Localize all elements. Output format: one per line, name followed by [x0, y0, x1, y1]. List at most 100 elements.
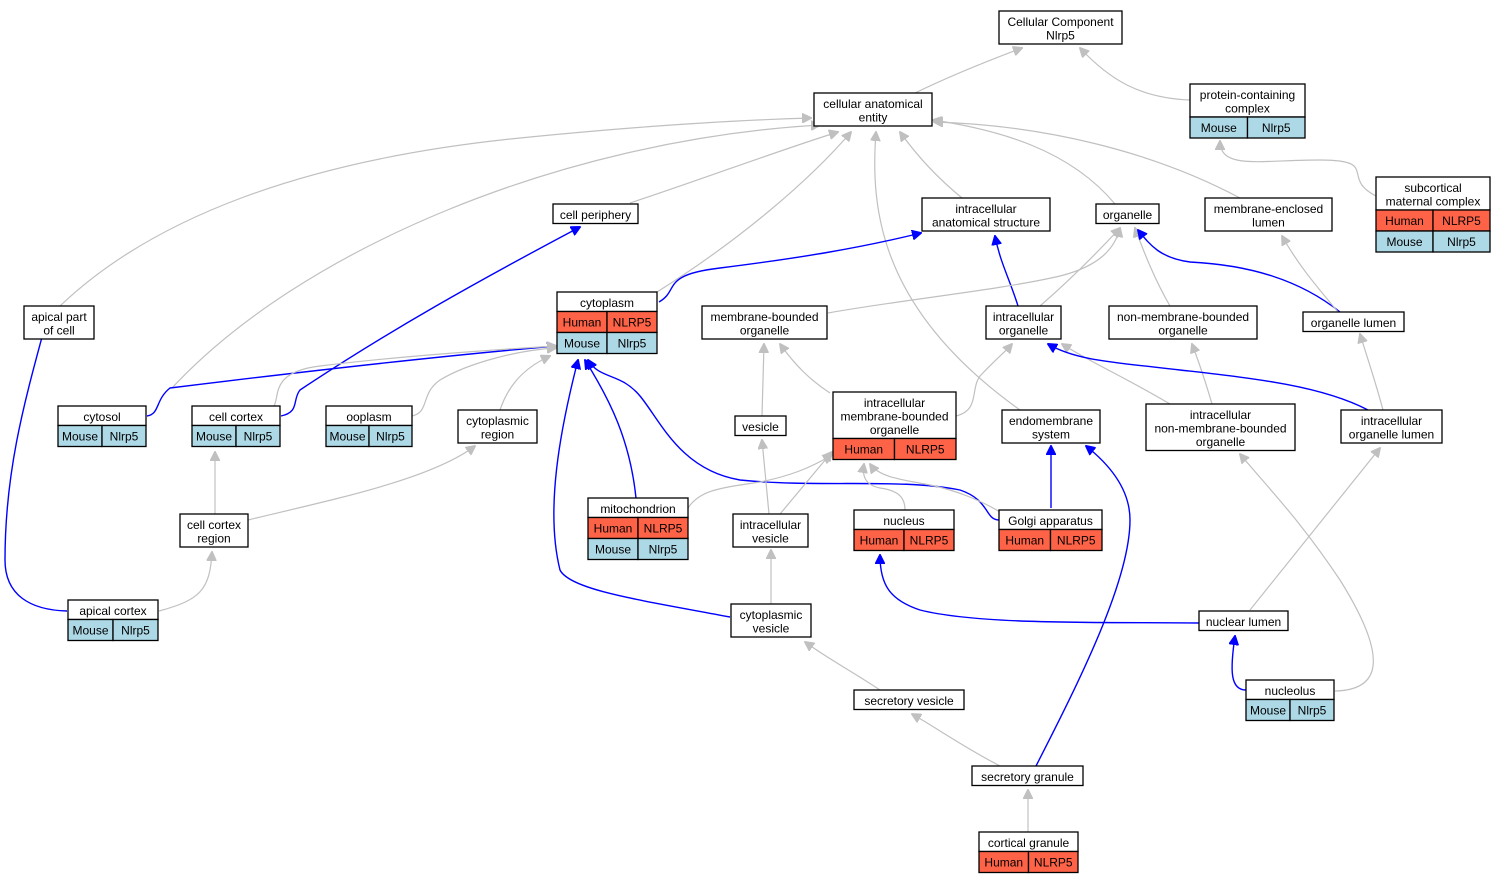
node-imbo[interactable]: intracellularmembrane-boundedorganelleHu…: [832, 391, 957, 461]
edge-inmbo-io: [1062, 344, 1171, 405]
node-cper[interactable]: cell periphery: [552, 203, 639, 225]
gene-cell: [893, 437, 957, 461]
species-label: Mouse: [196, 430, 232, 444]
node-box: [921, 197, 1051, 232]
node-nl[interactable]: nuclear lumen: [1198, 610, 1289, 632]
species-label: Mouse: [564, 337, 600, 351]
gene-label: NLRP5: [1442, 214, 1481, 228]
node-label: cytoplasmic: [740, 608, 803, 622]
node-label: nucleus: [883, 514, 924, 528]
node-box: [1302, 311, 1405, 333]
node-label: membrane-bounded: [710, 310, 818, 324]
edge-pcc-cc: [1080, 48, 1191, 101]
edge-ncl-nl: [1232, 636, 1247, 691]
gene-label: Nlrp5: [376, 430, 405, 444]
edge-mito-imbo: [687, 455, 832, 509]
node-label: secretory granule: [981, 770, 1074, 784]
species-label: Mouse: [1386, 235, 1422, 249]
node-box: [985, 305, 1062, 340]
gene-label: Nlrp5: [618, 337, 647, 351]
node-box: [1198, 610, 1289, 632]
node-label: system: [1032, 428, 1070, 442]
node-ves[interactable]: vesicle: [734, 415, 787, 437]
node-label: vesicle: [753, 622, 790, 636]
gene-label: NLRP5: [644, 522, 683, 536]
gene-cell: [1049, 528, 1103, 552]
edge-cytosol-cae: [171, 125, 820, 389]
edge-mel-cae: [934, 122, 1241, 199]
gene-cell: [1432, 230, 1491, 253]
node-org[interactable]: organelle: [1095, 203, 1160, 225]
node-sv[interactable]: secretory vesicle: [853, 689, 965, 711]
species-label: Human: [594, 522, 633, 536]
edge-nmbo-org: [1135, 228, 1171, 307]
gene-cell: [1289, 698, 1335, 722]
edge-cper-cae: [629, 132, 838, 204]
node-box: [853, 689, 965, 711]
node-inmbo[interactable]: intracellularnon-membrane-boundedorganel…: [1145, 403, 1296, 452]
node-ol[interactable]: organelle lumen: [1302, 311, 1405, 333]
gene-cell: [606, 331, 658, 355]
gene-label: Nlrp5: [110, 430, 139, 444]
node-box: [998, 10, 1123, 45]
edge-cae-cc: [914, 48, 1022, 94]
node-box: [732, 513, 809, 548]
node-label: organelle: [1103, 208, 1153, 222]
node-label: non-membrane-bounded: [1154, 422, 1286, 436]
node-label: secretory vesicle: [864, 694, 954, 708]
node-sg[interactable]: secretory granule: [971, 765, 1084, 787]
node-label: apical part: [31, 310, 87, 324]
gene-label: NLRP5: [1034, 856, 1073, 870]
species-label: Mouse: [595, 543, 631, 557]
edge-iol-io: [1048, 344, 1369, 411]
species-label: Mouse: [329, 430, 365, 444]
species-label: Mouse: [1201, 121, 1237, 135]
edge-cr-cyt: [499, 356, 550, 411]
node-label: organelle: [740, 324, 790, 338]
edge-cv-cyt: [553, 360, 731, 618]
edge-ol-mel: [1282, 236, 1339, 313]
node-label: membrane-enclosed: [1214, 202, 1323, 216]
edge-mito-cyt: [585, 360, 637, 499]
edge-ias-cae: [900, 132, 963, 199]
node-label: nuclear lumen: [1206, 615, 1281, 629]
node-label: intracellular: [1190, 408, 1251, 422]
edge-nl-iol: [1249, 448, 1380, 611]
edge-iol-ol: [1360, 334, 1384, 411]
edge-io-ias: [995, 236, 1019, 307]
edges: [4, 48, 1384, 832]
edge-acx-ccr: [158, 552, 212, 612]
node-label: ooplasm: [346, 410, 391, 424]
node-label: intracellular: [955, 202, 1016, 216]
node-label: cell cortex: [187, 518, 241, 532]
edge-golgi-cyt: [588, 360, 1000, 521]
